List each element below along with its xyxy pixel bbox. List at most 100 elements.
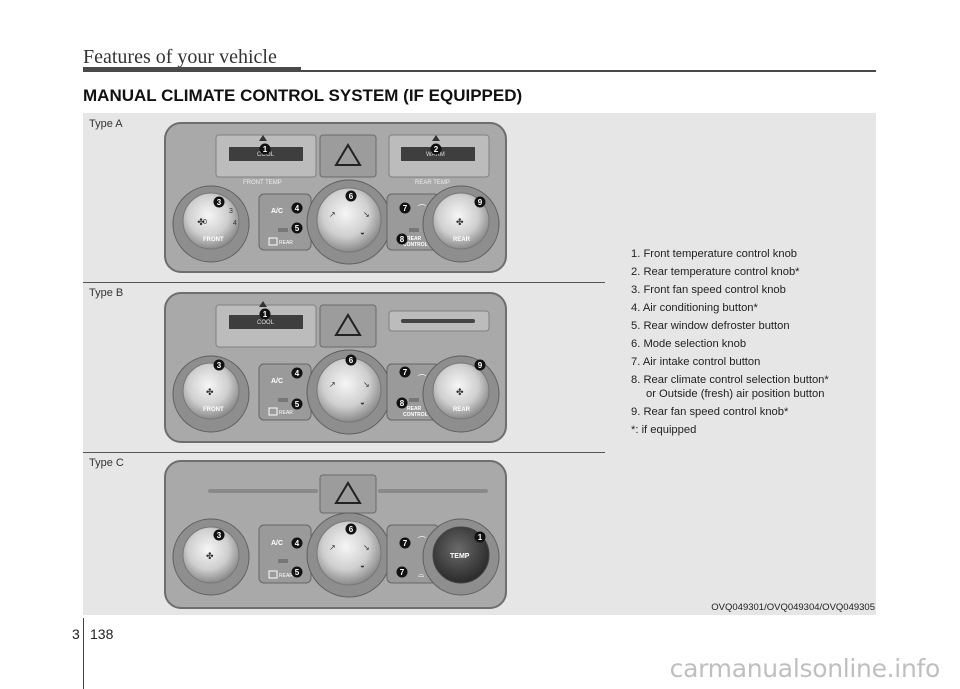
- temp-label: TEMP: [450, 553, 470, 560]
- type-c-label: Type C: [89, 457, 124, 469]
- hazard-icon: [334, 481, 362, 504]
- mode-selection-knob[interactable]: [316, 520, 382, 586]
- hazard-button[interactable]: [319, 134, 377, 178]
- rear-defrost-label[interactable]: REAR: [279, 573, 293, 579]
- callout-9: [474, 196, 486, 208]
- legend-item: 8. Rear climate control selection button…: [631, 374, 829, 386]
- front-label: FRONT: [203, 407, 224, 413]
- legend-item: 6. Mode selection knob: [631, 338, 747, 350]
- ac-indicator: [278, 228, 288, 232]
- callout-3: [213, 529, 225, 541]
- legend-item: 1. Front temperature control knob: [631, 248, 798, 260]
- fresh-air-icon[interactable]: ⌓: [418, 570, 425, 579]
- svg-text:4: 4: [295, 369, 300, 378]
- callout-9: [474, 359, 486, 371]
- callouts-type-a: 1 2 3 4 5 6 7 8 9: [213, 143, 486, 245]
- image-codes: OVQ049301/OVQ049304/OVQ049305: [711, 602, 875, 613]
- svg-text:4: 4: [295, 539, 300, 548]
- callouts-type-c: 3 4 5 6 7 7 1: [213, 523, 486, 578]
- ac-label[interactable]: A/C: [271, 208, 283, 215]
- rear-control-label-2[interactable]: CONTROL: [403, 412, 428, 418]
- callout-7: [399, 366, 411, 378]
- callout-4: [291, 537, 303, 549]
- callout-5: [291, 398, 303, 410]
- svg-text:8: 8: [400, 399, 405, 408]
- front-temp-dial[interactable]: [229, 315, 303, 329]
- svg-text:7: 7: [403, 204, 408, 213]
- front-fan-knob[interactable]: [182, 526, 240, 584]
- svg-text:6: 6: [349, 525, 354, 534]
- legend-item: 4. Air conditioning button*: [631, 302, 758, 314]
- mode-face-icon: ↗: [329, 380, 336, 389]
- intake-indicator: [409, 228, 419, 232]
- legend-item-continuation: or Outside (fresh) air position button: [646, 388, 825, 400]
- ac-indicator: [278, 398, 288, 402]
- mode-floor-icon: ↘: [363, 380, 370, 389]
- mode-face-icon: ↗: [329, 543, 336, 552]
- rear-defrost-icon: [268, 570, 278, 579]
- callout-6: [345, 523, 357, 535]
- callout-7: [399, 537, 411, 549]
- svg-text:8: 8: [400, 235, 405, 244]
- ac-indicator: [278, 559, 288, 563]
- legend-item: 7. Air intake control button: [631, 356, 761, 368]
- svg-text:3: 3: [217, 531, 222, 540]
- rear-fan-knob[interactable]: [432, 192, 490, 250]
- legend-item: 3. Front fan speed control knob: [631, 284, 786, 296]
- ac-label[interactable]: A/C: [271, 540, 283, 547]
- section-title: MANUAL CLIMATE CONTROL SYSTEM (IF EQUIPP…: [83, 86, 523, 105]
- rear-label: REAR: [453, 237, 471, 243]
- front-fan-knob[interactable]: [182, 362, 240, 420]
- svg-text:3: 3: [217, 361, 222, 370]
- front-temp-marker: [259, 135, 267, 141]
- type-b-control-panel: COOL ✤ FRONT A/C REAR ↗ ↘ ◒ ⌒ REAR CONTR…: [164, 292, 507, 443]
- hazard-button[interactable]: [319, 474, 377, 514]
- mode-selection-knob[interactable]: [316, 357, 382, 423]
- cool-label: COOL: [257, 152, 275, 158]
- air-intake-icon[interactable]: ⌒: [418, 204, 426, 213]
- rear-defrost-label[interactable]: REAR: [279, 240, 293, 246]
- rear-fan-knob[interactable]: [432, 362, 490, 420]
- rear-control-label-1[interactable]: REAR: [407, 406, 422, 412]
- rear-defrost-label[interactable]: REAR: [279, 410, 293, 416]
- svg-text:7: 7: [403, 539, 408, 548]
- air-intake-icon[interactable]: ⌒: [418, 374, 426, 383]
- hazard-icon: [334, 313, 362, 336]
- svg-text:3: 3: [217, 198, 222, 207]
- rear-control-label-2[interactable]: CONTROL: [403, 242, 428, 248]
- rear-temp-label: REAR TEMP: [415, 180, 450, 186]
- header-rule-thick: [83, 67, 301, 72]
- mode-selection-knob[interactable]: [316, 187, 382, 253]
- legend-item: 9. Rear fan speed control knob*: [631, 406, 789, 418]
- legend: 1. Front temperature control knob 2. Rea…: [631, 245, 871, 439]
- header-rule-thin: [301, 70, 876, 72]
- air-intake-icon[interactable]: ⌒: [418, 536, 426, 545]
- svg-text:5: 5: [295, 224, 300, 233]
- footer-vertical-rule: [83, 618, 84, 689]
- legend-item: 5. Rear window defroster button: [631, 320, 790, 332]
- mode-floor-icon: ↘: [363, 210, 370, 219]
- warm-label: WARM: [426, 152, 445, 158]
- page-number: 138: [90, 626, 114, 642]
- callout-6: [345, 354, 357, 366]
- defrost-icon: ◒: [360, 228, 365, 237]
- svg-text:1: 1: [263, 310, 268, 319]
- callout-8: [396, 397, 408, 409]
- divider-a-b: [83, 282, 605, 283]
- cool-label: COOL: [257, 320, 275, 326]
- type-c-control-panel: ✤ A/C REAR ↗ ↘ ◒ ⌒ ⌓ TEMP 3 4 5 6 7 7 1: [164, 460, 507, 609]
- callout-6: [345, 190, 357, 202]
- rear-control-label-1[interactable]: REAR: [407, 236, 422, 242]
- callout-8: [396, 233, 408, 245]
- callout-4: [291, 367, 303, 379]
- fan-icon: ✤: [197, 217, 205, 227]
- temp-knob[interactable]: [432, 526, 490, 584]
- fan-icon: ✤: [206, 387, 214, 397]
- svg-text:9: 9: [478, 198, 483, 207]
- left-vent-line: [208, 489, 318, 493]
- hazard-button[interactable]: [319, 304, 377, 348]
- scale-3: 3: [229, 208, 233, 215]
- front-fan-knob[interactable]: [182, 192, 240, 250]
- svg-text:1: 1: [478, 533, 483, 542]
- ac-label[interactable]: A/C: [271, 378, 283, 385]
